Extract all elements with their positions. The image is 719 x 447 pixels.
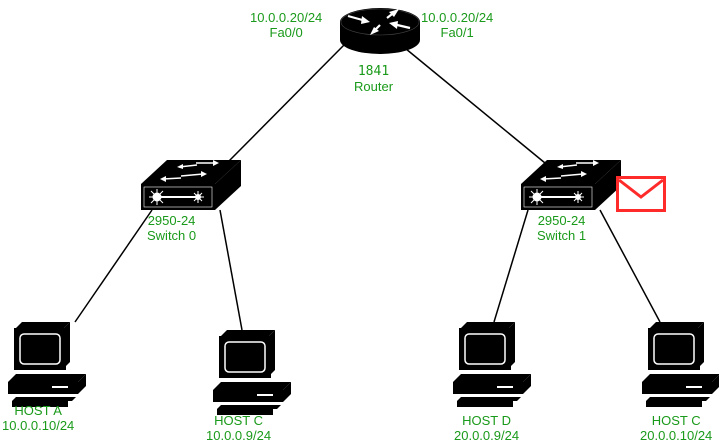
host-d-pc-icon[interactable] bbox=[452, 321, 532, 408]
link-switch1-hostc2[interactable] bbox=[599, 209, 661, 323]
host-a-pc-icon[interactable] bbox=[7, 321, 87, 408]
router-fa00-port: Fa0/0 bbox=[269, 25, 303, 40]
host-c2-pc-icon[interactable] bbox=[641, 321, 719, 408]
switch-1-icon[interactable] bbox=[520, 159, 622, 211]
link-switch0-hostc[interactable] bbox=[219, 209, 243, 331]
router-fa01-label: 10.0.0.20/24 Fa0/1 bbox=[421, 10, 493, 40]
host-c2-name: HOST C bbox=[651, 413, 701, 428]
router-name: Router bbox=[354, 79, 394, 94]
host-c-pc-icon[interactable] bbox=[212, 329, 292, 416]
switch-0-model: 2950-24 bbox=[147, 213, 196, 228]
host-d-ip: 20.0.0.9/24 bbox=[454, 428, 520, 443]
switch-1-label: 2950-24 Switch 1 bbox=[537, 213, 586, 243]
link-router-switch1[interactable] bbox=[399, 43, 546, 164]
host-d-name: HOST D bbox=[462, 413, 511, 428]
router-fa00-label: 10.0.0.20/24 Fa0/0 bbox=[250, 10, 322, 40]
host-c-ip: 10.0.0.9/24 bbox=[206, 428, 272, 443]
router-fa00-ip: 10.0.0.20/24 bbox=[250, 10, 323, 25]
router-fa01-port: Fa0/1 bbox=[440, 25, 474, 40]
links bbox=[74, 43, 661, 331]
router-label: 1841 Router bbox=[354, 64, 393, 94]
router-icon[interactable] bbox=[340, 8, 420, 54]
host-a-ip: 10.0.0.10/24 bbox=[2, 418, 75, 433]
link-switch0-hosta[interactable] bbox=[74, 209, 153, 323]
host-c2-ip: 20.0.0.10/24 bbox=[640, 428, 713, 443]
envelope-icon[interactable] bbox=[616, 176, 666, 212]
switch-0-label: 2950-24 Switch 0 bbox=[147, 213, 196, 243]
host-c-name: HOST C bbox=[214, 413, 263, 428]
host-d-label: HOST D 20.0.0.9/24 bbox=[454, 413, 519, 443]
router-model: 1841 bbox=[357, 64, 390, 79]
switch-0-icon[interactable] bbox=[140, 159, 242, 211]
switch-0-name: Switch 0 bbox=[147, 228, 197, 243]
link-switch1-hostd[interactable] bbox=[493, 209, 529, 323]
link-router-switch0[interactable] bbox=[227, 43, 346, 163]
host-c-label: HOST C 10.0.0.9/24 bbox=[206, 413, 271, 443]
host-a-label: HOST A 10.0.0.10/24 bbox=[2, 403, 74, 433]
host-a-name: HOST A bbox=[14, 403, 62, 418]
host-c2-label: HOST C 20.0.0.10/24 bbox=[640, 413, 712, 443]
switch-1-name: Switch 1 bbox=[537, 228, 587, 243]
switch-1-model: 2950-24 bbox=[537, 213, 586, 228]
router-fa01-ip: 10.0.0.20/24 bbox=[421, 10, 494, 25]
